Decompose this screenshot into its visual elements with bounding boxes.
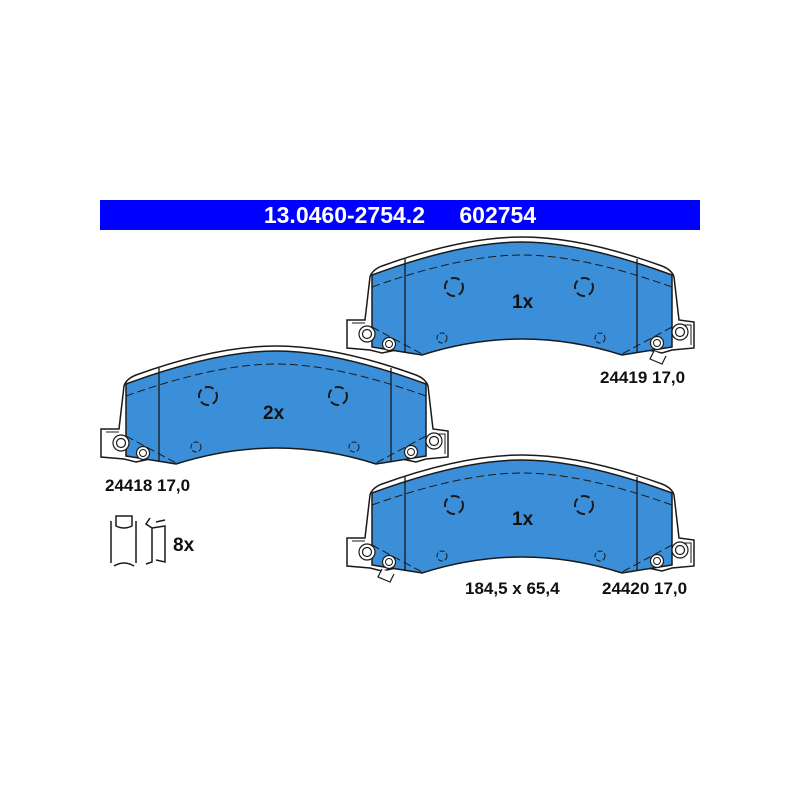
pad-top-right bbox=[346, 236, 695, 365]
ref-number: 602754 bbox=[459, 202, 537, 228]
part-number: 13.0460-2754.2 bbox=[263, 202, 425, 228]
header-bar: 13.0460-2754.2 602754 bbox=[100, 200, 700, 230]
clip-icon bbox=[110, 515, 166, 567]
pad-label: 24420 17,0 bbox=[602, 579, 688, 598]
pad-bottom-right bbox=[346, 454, 695, 583]
pad-quantity: 1x bbox=[512, 292, 534, 313]
pad-quantity: 1x bbox=[512, 509, 534, 530]
pad-quantity: 2x bbox=[263, 403, 285, 424]
wear-sensor-icon bbox=[377, 568, 395, 583]
pad-label: 24419 17,0 bbox=[600, 368, 686, 387]
wear-sensor-icon bbox=[649, 350, 667, 365]
dimensions-label: 184,5 x 65,4 bbox=[465, 579, 560, 598]
clips-quantity: 8x bbox=[173, 535, 195, 556]
pad-label: 24418 17,0 bbox=[105, 476, 191, 495]
